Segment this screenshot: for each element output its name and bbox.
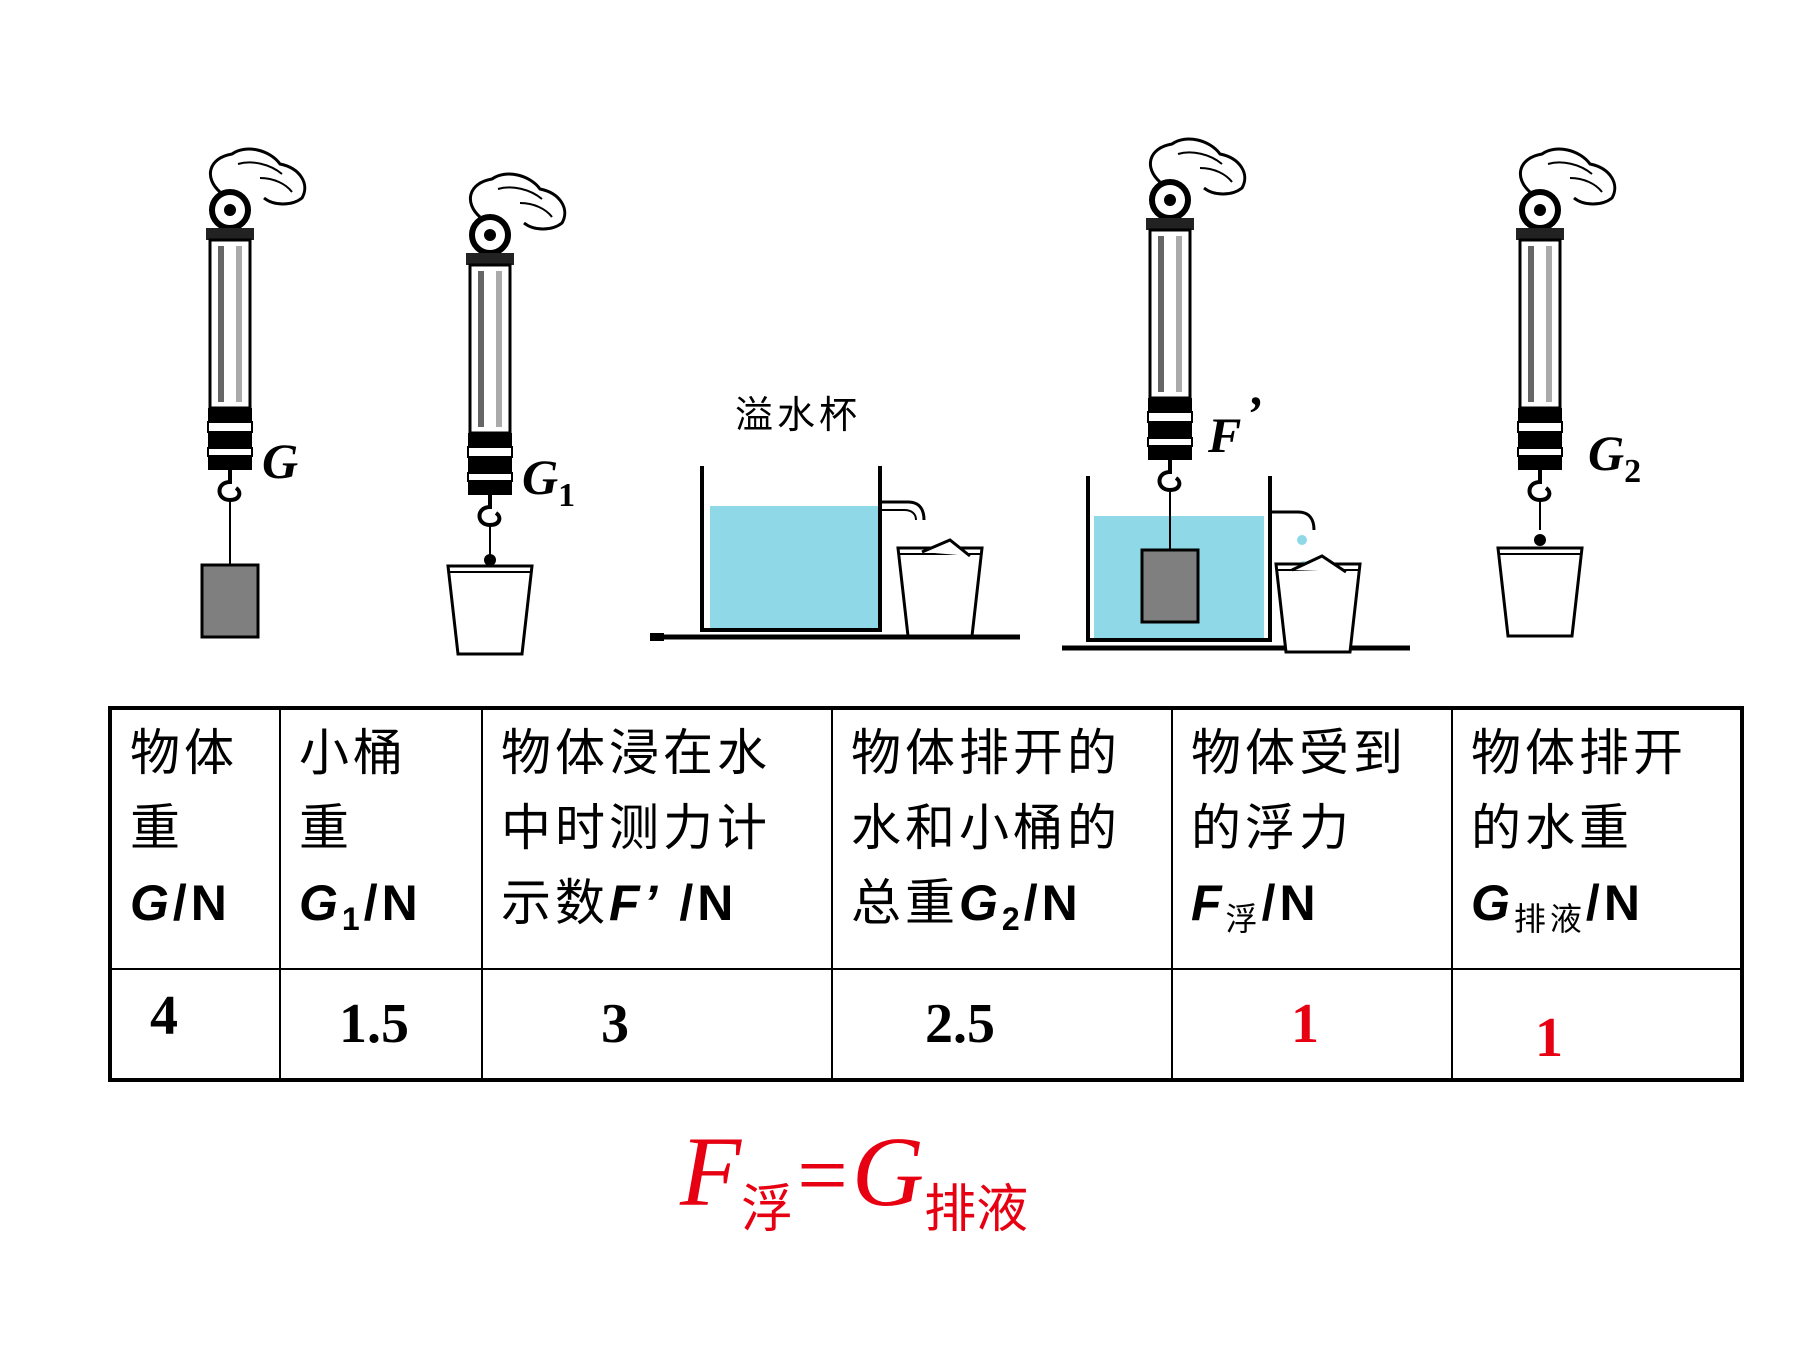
header-symbol: G xyxy=(130,875,173,931)
header-subscript: 1 xyxy=(341,901,364,937)
header-bucket-weight: 小桶 重 G1/N xyxy=(279,707,483,970)
formula-left-symbol: F xyxy=(680,1116,742,1227)
header-symbol: F xyxy=(1191,875,1226,931)
formula-equals: = xyxy=(797,1126,848,1225)
value-text: 4 xyxy=(150,985,178,1047)
scale-figure-submerged: F’ xyxy=(1062,139,1410,654)
value-text: 3 xyxy=(601,993,629,1055)
label-g2: G2 xyxy=(1588,425,1641,490)
header-displaced-water: 物体排开 的水重 G排液/N xyxy=(1451,707,1743,970)
value-displaced-water: 1 xyxy=(1451,968,1743,1081)
label-g2-sub: 2 xyxy=(1624,453,1641,490)
header-symbol: G xyxy=(1471,875,1514,931)
header-object-weight: 物体 重 G/N xyxy=(109,707,281,970)
header-buoyant-force: 物体受到 的浮力 F浮/N xyxy=(1171,707,1453,970)
value-text: 2.5 xyxy=(925,993,995,1055)
header-line: 中时测力计 xyxy=(501,799,771,857)
formula-right-symbol: G xyxy=(851,1116,925,1227)
header-symbol-line: G1/N xyxy=(299,866,471,957)
header-symbol: G xyxy=(959,875,1002,931)
scale-figure-bucket: G1 xyxy=(446,174,575,656)
label-f-prime-mark: ’ xyxy=(1245,385,1262,441)
label-g: G xyxy=(262,433,298,489)
value-object-weight: 4 xyxy=(109,968,281,1081)
label-f-prime: F’ xyxy=(1207,385,1262,463)
header-symbol: F xyxy=(609,875,644,931)
header-line: 物体浸在水 xyxy=(501,724,771,782)
header-line: 物体 xyxy=(130,724,238,782)
overflow-cup-caption: 溢水杯 xyxy=(735,393,861,437)
header-line: 重 xyxy=(299,799,353,857)
header-unit: /N xyxy=(661,875,738,931)
header-unit: /N xyxy=(1585,875,1644,931)
header-line: 的浮力 xyxy=(1191,799,1353,857)
measurement-table: 物体 重 G/N 小桶 重 G1/N 物体浸在水 中时测力计 示数F’ /N 物… xyxy=(108,706,1744,1082)
value-total-weight: 2.5 xyxy=(831,968,1173,1081)
header-submerged-reading: 物体浸在水 中时测力计 示数F’ /N xyxy=(481,707,833,970)
header-line: 物体受到 xyxy=(1191,724,1407,782)
header-line: 重 xyxy=(130,799,184,857)
scale-figure-object: G xyxy=(200,149,305,639)
archimedes-formula: F浮=G排液 xyxy=(680,1112,1028,1240)
header-subscript: 2 xyxy=(1001,901,1024,937)
formula-right-subscript: 排液 xyxy=(924,1180,1029,1240)
header-unit: /N xyxy=(172,875,231,931)
label-g2-main: G xyxy=(1588,425,1624,481)
header-prefix: 示数 xyxy=(501,874,609,932)
header-unit: /N xyxy=(1023,875,1082,931)
value-bucket-weight: 1.5 xyxy=(279,968,483,1081)
value-buoyant-force: 1 xyxy=(1171,968,1453,1081)
header-line: 小桶 xyxy=(299,724,407,782)
header-symbol-line: 示数F’ /N xyxy=(501,866,821,941)
header-symbol-line: G排液/N xyxy=(1471,866,1730,957)
label-g1-main: G xyxy=(522,449,558,505)
table-value-row: 4 1.5 3 2.5 1 1 xyxy=(109,968,1743,1081)
value-text: 1.5 xyxy=(339,993,409,1055)
header-symbol-line: 总重G2/N xyxy=(851,866,1161,957)
header-unit: /N xyxy=(363,875,422,931)
header-symbol-line: F浮/N xyxy=(1191,866,1441,957)
table-header-row: 物体 重 G/N 小桶 重 G1/N 物体浸在水 中时测力计 示数F’ /N 物… xyxy=(109,707,1743,970)
label-g1: G1 xyxy=(522,449,575,514)
header-line: 物体排开 xyxy=(1471,724,1687,782)
header-symbol: G xyxy=(299,875,342,931)
label-g1-sub: 1 xyxy=(558,477,575,514)
overflow-bucket-filled xyxy=(1274,554,1362,654)
value-submerged-reading: 3 xyxy=(481,968,833,1081)
header-subscript: 排液 xyxy=(1513,900,1586,938)
header-line: 的水重 xyxy=(1471,799,1633,857)
header-unit: /N xyxy=(1261,875,1320,931)
label-f-main: F xyxy=(1207,407,1241,463)
header-line: 物体排开的 xyxy=(851,724,1121,782)
header-subscript: 浮 xyxy=(1225,900,1262,938)
header-line: 水和小桶的 xyxy=(851,799,1121,857)
header-prefix: 总重 xyxy=(851,874,959,932)
header-prime: ’ xyxy=(643,875,662,931)
value-text: 1 xyxy=(1535,1007,1563,1069)
experiment-illustration: G G1 溢水杯 F’ xyxy=(200,0,1641,656)
object-block xyxy=(200,563,260,639)
formula-left-subscript: 浮 xyxy=(741,1180,794,1240)
scale-figure-bucket-with-water: G2 xyxy=(1496,149,1641,638)
overflow-cup-figure: 溢水杯 xyxy=(650,393,1020,641)
header-total-weight: 物体排开的 水和小桶的 总重G2/N xyxy=(831,707,1173,970)
value-text: 1 xyxy=(1291,993,1319,1055)
header-symbol-line: G/N xyxy=(130,866,269,941)
